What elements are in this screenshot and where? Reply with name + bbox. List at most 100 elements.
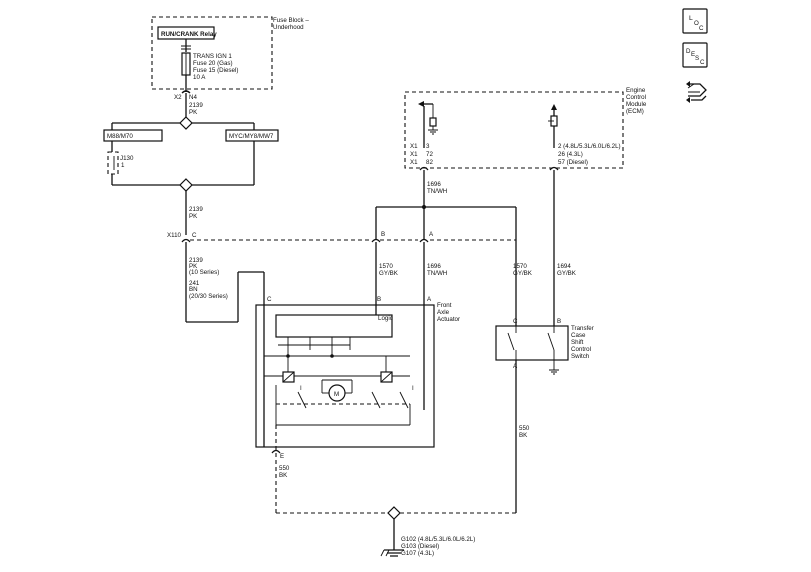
option-left-label: M88/M70 — [107, 133, 133, 140]
actuator-pin-e: E — [280, 453, 284, 460]
svg-text:I: I — [412, 385, 414, 392]
pin-n4: N4 — [189, 94, 197, 101]
svg-text:1: 1 — [121, 162, 125, 169]
desc-icon-letter-e: E — [691, 51, 695, 58]
ground-symbol-icon — [384, 549, 404, 557]
ecm-x1-c: X1 — [410, 159, 418, 166]
fuse-block-title-2: Underhood — [273, 24, 304, 31]
loc-icon-letter-l: L — [689, 15, 693, 22]
switch-pin-b: B — [557, 318, 561, 325]
ground-line3: G107 (4.3L) — [401, 550, 434, 557]
connector-x110: X110 — [167, 232, 182, 239]
routing-arrows-icon[interactable] — [686, 81, 707, 103]
ecm-x1-b: X1 — [410, 151, 418, 158]
wire-2139-low-num: 2139 — [189, 257, 203, 264]
ecm-pin-r3: 57 (Diesel) — [558, 159, 588, 166]
connector-x2: X2 — [174, 94, 182, 101]
x110-pin-c: C — [192, 232, 197, 239]
svg-text:I: I — [300, 385, 302, 392]
wire-241-num: 241 — [189, 280, 200, 287]
ecm-line3: Module — [626, 101, 647, 108]
x110-terminal-c — [181, 238, 191, 243]
ecm-pin-82: 82 — [426, 159, 433, 166]
wire-1570-left-color: GY/BK — [379, 270, 399, 277]
wire-2139-top-color: PK — [189, 109, 198, 116]
ecm-pin-r2: 26 (4.3L) — [558, 151, 583, 158]
front-axle-actuator: Front Axle Actuator C B A Logic M — [255, 296, 460, 448]
wire-1694-color: GY/BK — [557, 270, 577, 277]
logic-label: Logic — [378, 315, 393, 322]
wire-550-right-color: BK — [519, 432, 528, 439]
ecm-line4: (ECM) — [626, 108, 644, 115]
fuse-block-title-1: Fuse Block – — [273, 17, 309, 24]
ecm-line2: Control — [626, 94, 646, 101]
fuse-diesel: Fuse 15 (Diesel) — [193, 67, 238, 74]
wire-2139-mid-color: PK — [189, 213, 198, 220]
fuse-name: TRANS IGN 1 — [193, 53, 232, 60]
ecm-pin-r1: 2 (4.8L/5.3L/6.0L/6.2L) — [558, 143, 621, 150]
wire-1694-num: 1694 — [557, 263, 571, 270]
switch-line1: Transfer — [571, 325, 594, 332]
ecm-x1-a: X1 — [410, 143, 418, 150]
motor-label: M — [334, 391, 339, 398]
ecm-pin-72: 72 — [426, 151, 433, 158]
fuse-amperage: 10 A — [193, 74, 206, 81]
wire-1570-right-color: GY/BK — [513, 270, 533, 277]
option-box-right — [225, 129, 279, 142]
ground-line1: G102 (4.8L/5.3L/6.0L/6.2L) — [401, 536, 475, 543]
option-box-left — [103, 129, 163, 142]
actuator-line1: Front — [437, 302, 452, 309]
fuse-block-underhood: Fuse Block – Underhood RUN/CRANK Relay T… — [151, 16, 309, 92]
relay-label: RUN/CRANK Relay — [161, 31, 217, 38]
actuator-pin-c: C — [267, 296, 272, 303]
jumper-label: J130 — [120, 155, 134, 162]
ground-line2: G103 (Diesel) — [401, 543, 439, 550]
ecm-pin-3: 3 — [426, 143, 430, 150]
wire-1570-right-num: 1570 — [513, 263, 527, 270]
actuator-pin-a: A — [427, 296, 432, 303]
desc-icon-letter-c2: C — [700, 59, 705, 66]
option-right-label: MYC/MY8/MW7 — [229, 133, 274, 140]
switch-line2: Case — [571, 332, 586, 339]
ecm-line1: Engine — [626, 87, 646, 94]
actuator-pin-b: B — [377, 296, 381, 303]
ground-splice — [387, 506, 401, 520]
wire-1696-top-num: 1696 — [427, 181, 441, 188]
desc-icon-letter-s: S — [695, 55, 699, 62]
splice-mid — [179, 178, 193, 192]
splice-top — [179, 116, 193, 130]
wire-550-left-color: BK — [279, 472, 288, 479]
wire-1570-left-num: 1570 — [379, 263, 393, 270]
loc-icon-letter-c: C — [699, 25, 704, 32]
wire-2139-mid-num: 2139 — [189, 206, 203, 213]
engine-control-module: Engine Control Module (ECM) X1 X1 X1 3 7… — [404, 87, 647, 171]
actuator-line2: Axle — [437, 309, 450, 316]
wire-2139-top-num: 2139 — [189, 102, 203, 109]
switch-line5: Switch — [571, 353, 590, 360]
fuse-gas: Fuse 20 (Gas) — [193, 60, 233, 67]
loc-icon-letter-o: O — [694, 20, 699, 27]
wire-241-color: BN — [189, 286, 198, 293]
switch-line4: Control — [571, 346, 591, 353]
desc-icon-letter-d: D — [686, 48, 691, 55]
description-view-icon[interactable]: D E S C — [682, 42, 708, 68]
wire-1696-left-color: TN/WH — [427, 270, 447, 277]
switch-line3: Shift — [571, 339, 584, 346]
wire-550-right-num: 550 — [519, 425, 530, 432]
wire-1696-left-num: 1696 — [427, 263, 441, 270]
switch-pin-c: C — [513, 318, 518, 325]
location-view-icon[interactable]: L O C — [682, 8, 708, 34]
wire-550-left-num: 550 — [279, 465, 290, 472]
jumper-j130 — [107, 151, 119, 175]
actuator-line3: Actuator — [437, 316, 460, 323]
x110-pin-b: B — [381, 231, 385, 238]
wire-241-note: (20/30 Series) — [189, 293, 228, 300]
wire-2139-low-color: PK — [189, 263, 198, 270]
connector-terminal — [181, 90, 191, 94]
transfer-case-shift-control-switch: Transfer Case Shift Control Switch C B — [495, 318, 594, 375]
x110-pin-a: A — [429, 231, 434, 238]
wire-2139-low-note: (10 Series) — [189, 269, 219, 276]
wire-1696-top-color: TN/WH — [427, 188, 447, 195]
